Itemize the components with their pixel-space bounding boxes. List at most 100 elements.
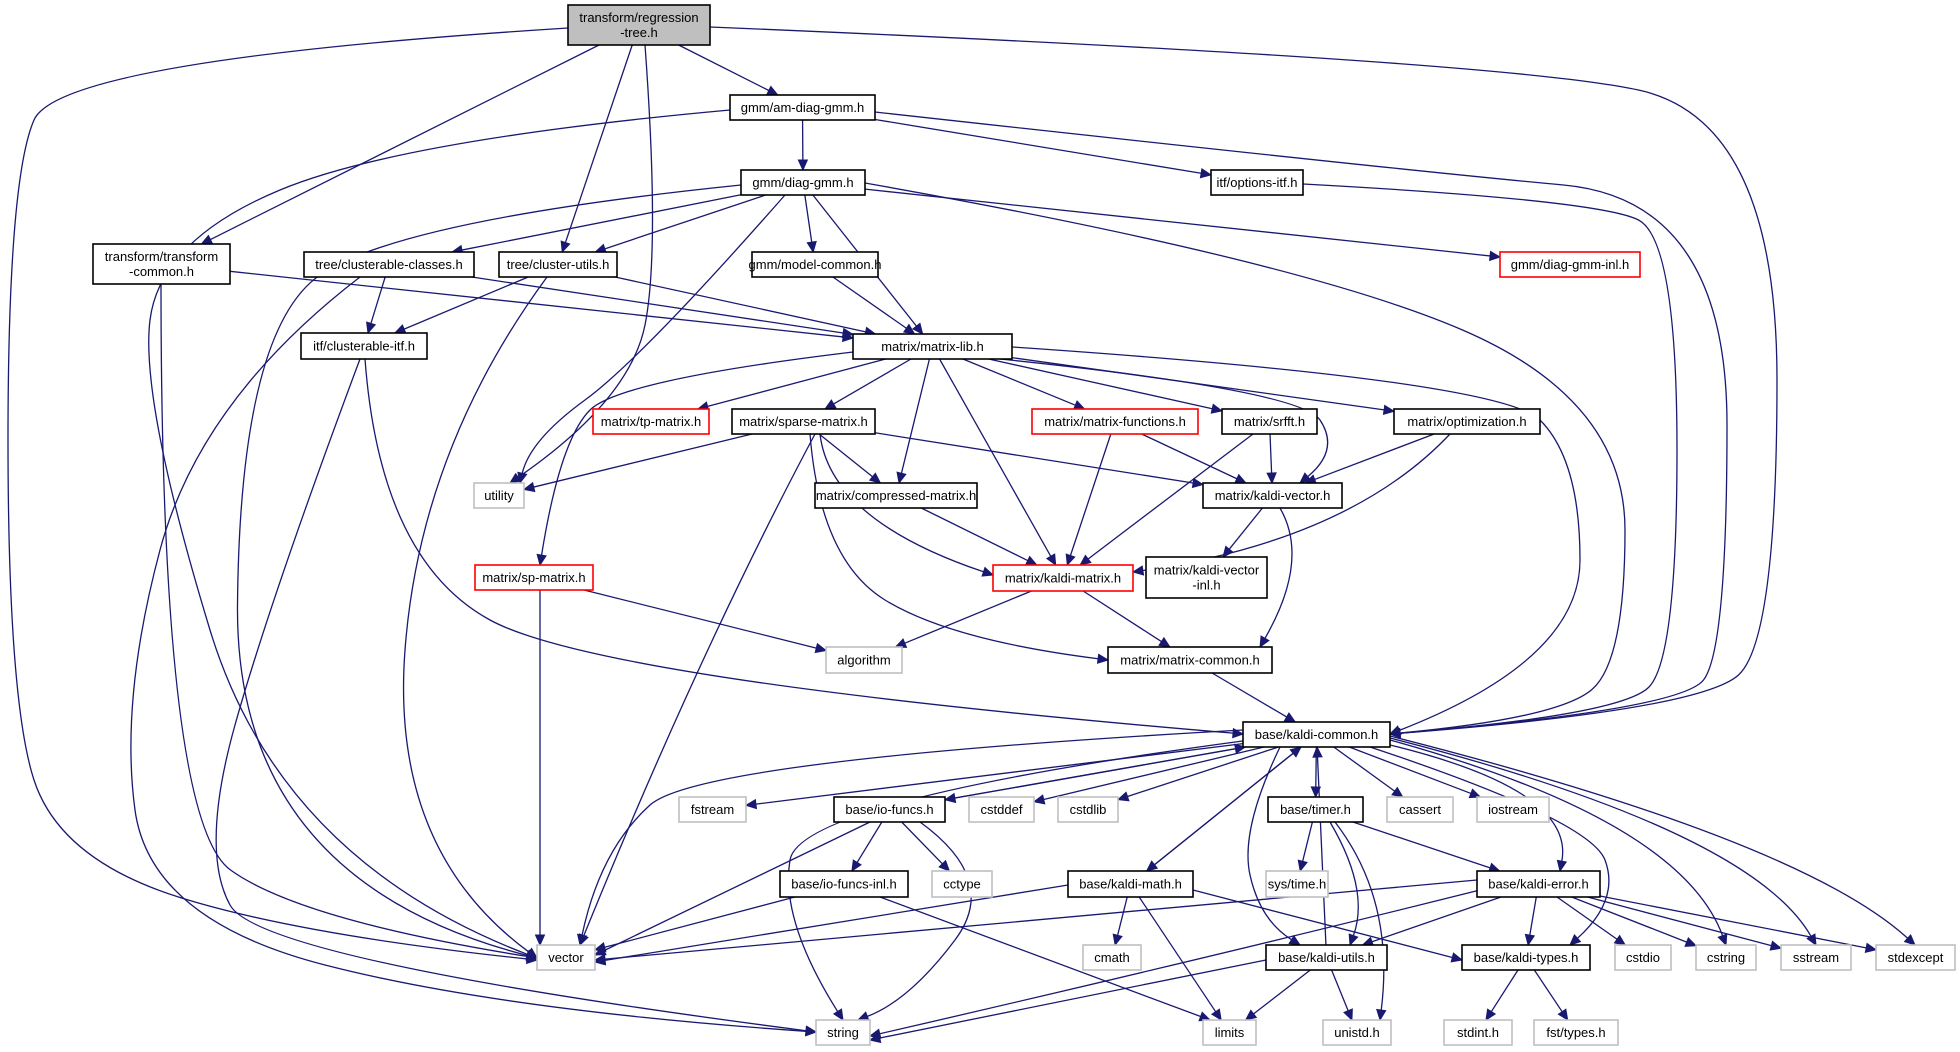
node-box — [751, 251, 879, 278]
node-cmath: cmath — [1082, 944, 1142, 971]
node-label: transform/regression — [579, 10, 698, 25]
edge-io-funcs-to-string — [856, 821, 972, 1022]
node-kaldi-utils[interactable]: base/kaldi-utils.h — [1265, 944, 1388, 971]
node-diag-gmm-inl[interactable]: gmm/diag-gmm-inl.h — [1499, 251, 1641, 278]
edge-line — [130, 276, 807, 1032]
node-transform-common[interactable]: transform/transform-common.h — [92, 243, 231, 285]
node-tp-matrix[interactable]: matrix/tp-matrix.h — [592, 408, 710, 435]
node-unistd: unistd.h — [1322, 1019, 1392, 1046]
node-cluster-utils[interactable]: tree/cluster-utils.h — [498, 251, 618, 278]
edge-line — [1352, 821, 1491, 869]
arrowhead-icon — [1556, 859, 1568, 873]
arrowhead-icon — [1488, 250, 1502, 262]
node-box — [1267, 796, 1364, 823]
edge-sparse-matrix-to-compressed-matrix — [818, 433, 882, 484]
edge-line — [879, 959, 1267, 1039]
arrowhead-icon — [1382, 404, 1396, 416]
edge-kaldi-common-to-kaldi-types — [1369, 746, 1610, 946]
edge-line — [1389, 737, 1812, 937]
edge-timer-to-sys-time — [1297, 821, 1314, 873]
node-clusterable-itf[interactable]: itf/clusterable-itf.h — [300, 332, 428, 360]
node-box — [1695, 944, 1757, 971]
node-matrix-lib[interactable]: matrix/matrix-lib.h — [852, 333, 1013, 360]
node-label: base/io-funcs-inl.h — [791, 877, 897, 892]
node-compressed-matrix[interactable]: matrix/compressed-matrix.h — [814, 482, 978, 509]
node-box — [1082, 944, 1142, 971]
arrowhead-icon — [1348, 933, 1359, 947]
edge-line — [1369, 746, 1610, 939]
edge-line — [1490, 969, 1519, 1012]
edge-line — [874, 111, 1728, 734]
node-timer[interactable]: base/timer.h — [1267, 796, 1364, 823]
arrowhead-icon — [366, 321, 377, 335]
arrowhead-icon — [1557, 1008, 1569, 1022]
edge-am-diag-gmm-to-diag-gmm — [797, 119, 809, 172]
arrowhead-icon — [851, 859, 862, 873]
edge-line — [1264, 507, 1293, 639]
edge-line — [1330, 969, 1349, 1011]
arrowhead-icon — [1116, 791, 1130, 802]
node-sp-matrix[interactable]: matrix/sp-matrix.h — [474, 564, 594, 591]
edge-line — [874, 432, 1194, 484]
edge-model-common-to-matrix-lib — [832, 276, 916, 335]
node-label: -inl.h — [1192, 578, 1220, 593]
node-box — [678, 796, 747, 823]
edge-line — [962, 358, 1076, 406]
node-cassert: cassert — [1386, 796, 1454, 823]
edge-matrix-common-to-kaldi-common — [1211, 672, 1297, 723]
node-srfft[interactable]: matrix/srfft.h — [1221, 408, 1318, 435]
arrowhead-icon — [804, 1025, 818, 1036]
arrowhead-icon — [200, 234, 214, 245]
node-kaldi-math[interactable]: base/kaldi-math.h — [1067, 870, 1194, 898]
node-matrix-functions[interactable]: matrix/matrix-functions.h — [1031, 408, 1199, 435]
edge-line — [604, 879, 1478, 960]
node-kaldi-error[interactable]: base/kaldi-error.h — [1476, 870, 1601, 898]
node-kaldi-vector-inl[interactable]: matrix/kaldi-vector-inl.h — [1145, 556, 1268, 599]
node-box — [815, 1019, 871, 1046]
node-cstdio: cstdio — [1614, 944, 1672, 971]
arrowhead-icon — [1112, 933, 1123, 947]
node-model-common[interactable]: gmm/model-common.h — [749, 251, 882, 278]
edge-line — [904, 590, 1032, 644]
node-io-funcs[interactable]: base/io-funcs.h — [833, 796, 946, 823]
node-box — [1107, 646, 1273, 674]
edge-kaldi-utils-to-limits — [1244, 969, 1311, 1021]
edge-kaldi-common-to-cstring — [1389, 739, 1728, 947]
node-kaldi-common[interactable]: base/kaldi-common.h — [1242, 721, 1391, 748]
edge-sp-matrix-to-vector — [534, 590, 546, 947]
node-box — [825, 646, 903, 674]
arrowhead-icon — [1234, 473, 1247, 484]
node-optimization[interactable]: matrix/optimization.h — [1393, 408, 1541, 435]
node-box — [1386, 796, 1454, 823]
arrowhead-icon — [744, 798, 758, 810]
arrowhead-icon — [1222, 545, 1234, 558]
node-am-diag-gmm[interactable]: gmm/am-diag-gmm.h — [729, 94, 876, 121]
arrowhead-icon — [1391, 786, 1404, 798]
arrowhead-icon — [508, 472, 522, 484]
arrowhead-icon — [1450, 952, 1464, 963]
node-io-funcs-inl[interactable]: base/io-funcs-inl.h — [779, 870, 909, 898]
node-kaldi-matrix[interactable]: matrix/kaldi-matrix.h — [992, 564, 1134, 592]
arrowhead-icon — [823, 399, 837, 410]
node-cctype: cctype — [931, 870, 993, 898]
node-kaldi-types[interactable]: base/kaldi-types.h — [1461, 944, 1591, 971]
node-limits: limits — [1202, 1019, 1257, 1046]
arrowhead-icon — [981, 566, 995, 577]
edge-diag-gmm-to-diag-gmm-inl — [864, 188, 1502, 262]
node-diag-gmm[interactable]: gmm/diag-gmm.h — [740, 169, 866, 196]
arrowhead-icon — [868, 1032, 882, 1044]
node-label: base/kaldi-utils.h — [1278, 950, 1375, 965]
node-clusterable-classes[interactable]: tree/clusterable-classes.h — [303, 251, 475, 278]
node-label: cstdlib — [1070, 802, 1107, 817]
edge-line — [148, 109, 731, 956]
edge-optimization-to-kaldi-vector — [1304, 433, 1435, 485]
edge-io-funcs-inl-to-vector — [593, 896, 795, 953]
node-sparse-matrix[interactable]: matrix/sparse-matrix.h — [731, 408, 876, 435]
node-options-itf[interactable]: itf/options-itf.h — [1210, 169, 1304, 196]
edge-kaldi-common-to-vector — [577, 729, 1244, 947]
arrowhead-icon — [1569, 934, 1582, 946]
node-kaldi-vector[interactable]: matrix/kaldi-vector.h — [1202, 482, 1343, 509]
node-matrix-common[interactable]: matrix/matrix-common.h — [1107, 646, 1273, 674]
node-regression-tree[interactable]: transform/regression-tree.h — [567, 4, 711, 46]
node-utility: utility — [473, 482, 525, 509]
